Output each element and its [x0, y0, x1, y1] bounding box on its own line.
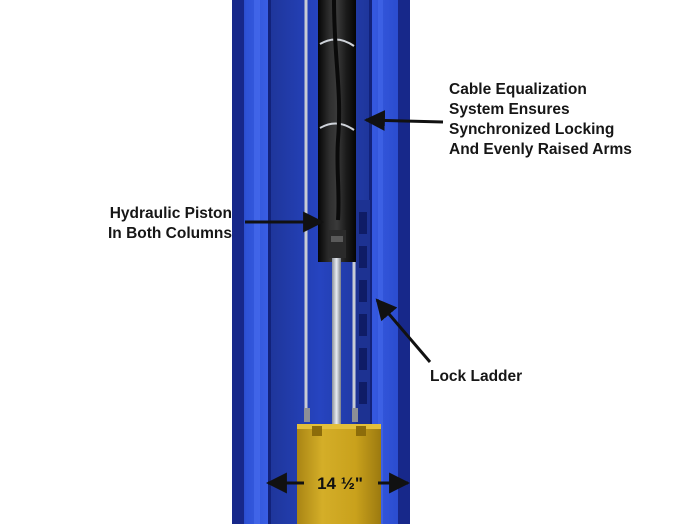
- lock-ladder-callout-arrow: [375, 298, 432, 363]
- carriage-block: [297, 424, 381, 524]
- hydraulic-cylinder: [318, 0, 356, 262]
- callout-line: Synchronized Locking: [449, 121, 615, 138]
- cable-equalization-callout: Cable Equalization System Ensures Synchr…: [449, 80, 632, 160]
- callout-line: Cable Equalization: [449, 81, 587, 98]
- hydraulic-piston-callout: Hydraulic Piston In Both Columns: [108, 204, 232, 244]
- callout-line: Hydraulic Piston: [109, 205, 232, 222]
- callout-line: System Ensures: [449, 101, 570, 118]
- callout-line: Lock Ladder: [430, 368, 523, 385]
- cable-callout-arrow: [363, 109, 444, 131]
- callout-line: And Evenly Raised Arms: [449, 141, 632, 158]
- piston-rod: [332, 258, 341, 428]
- width-label: 14 ½": [317, 474, 363, 493]
- callout-line: In Both Columns: [108, 225, 232, 242]
- callout-arrows: [245, 109, 444, 363]
- lock-ladder-callout: Lock Ladder: [430, 367, 522, 387]
- width-dimension: 14 ½": [265, 472, 411, 494]
